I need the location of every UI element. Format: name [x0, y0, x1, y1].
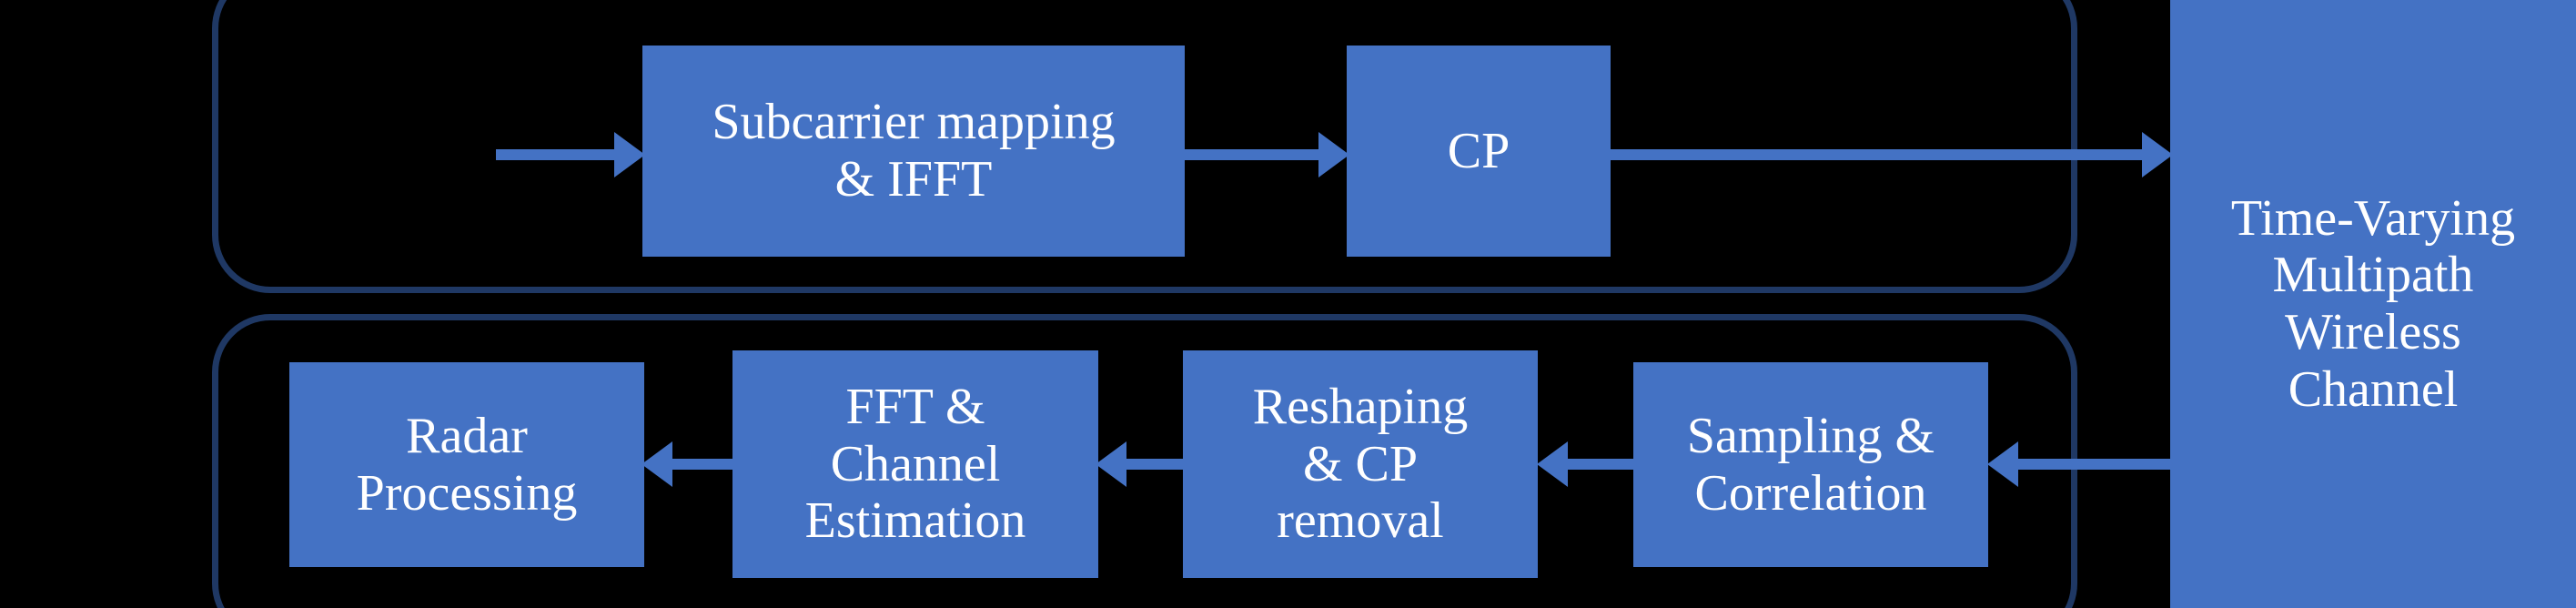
- arrow-shaft: [496, 149, 617, 160]
- block-reshaping-cp-removal[interactable]: Reshaping & CP removal: [1183, 350, 1538, 578]
- arrow-head-right-icon: [2142, 132, 2173, 177]
- arrow-head-left-icon: [641, 441, 672, 487]
- arrow-shaft: [2015, 459, 2172, 470]
- block-subcarrier-mapping-ifft[interactable]: Subcarrier mapping & IFFT: [642, 46, 1185, 257]
- arrow-shaft: [1565, 459, 1636, 470]
- arrow-head-right-icon: [614, 132, 645, 177]
- arrow-head-left-icon: [1987, 441, 2018, 487]
- arrow-head-left-icon: [1537, 441, 1568, 487]
- transmitter-group-container: [212, 0, 2077, 293]
- arrow-shaft: [1611, 149, 2145, 160]
- arrow-shaft: [670, 459, 734, 470]
- arrow-shaft: [1185, 149, 1321, 160]
- block-time-varying-multipath-wireless-channel[interactable]: Time-Varying Multipath Wireless Channel: [2170, 0, 2576, 608]
- arrow-head-right-icon: [1318, 132, 1349, 177]
- block-sampling-correlation[interactable]: Sampling & Correlation: [1633, 362, 1988, 567]
- block-radar-processing[interactable]: Radar Processing: [289, 362, 644, 567]
- arrow-head-left-icon: [1096, 441, 1126, 487]
- block-cp[interactable]: CP: [1347, 46, 1611, 257]
- block-fft-channel-estimation[interactable]: FFT & Channel Estimation: [732, 350, 1098, 578]
- arrow-shaft: [1124, 459, 1186, 470]
